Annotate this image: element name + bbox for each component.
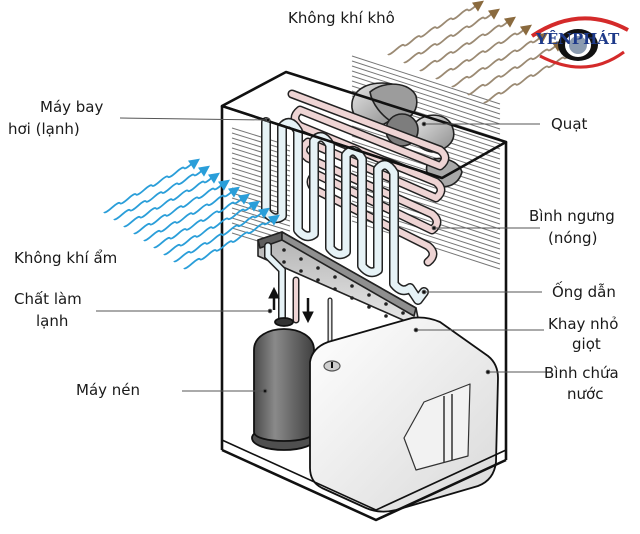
brand-logo-text: YÊNPHÁT (536, 30, 620, 48)
air-wave (173, 211, 263, 263)
droplet (367, 305, 371, 309)
air-wave (183, 218, 273, 270)
air-arrowhead (488, 8, 500, 20)
humid-air-arrow (143, 186, 240, 242)
humid-air-arrow (183, 214, 280, 270)
air-wave (133, 183, 223, 235)
humid-air-arrow (123, 172, 220, 228)
air-arrowhead (472, 0, 484, 12)
refrigerant-pipes (264, 242, 333, 345)
humid-air-arrows (103, 158, 280, 270)
label-pipe: Ống dẫn (552, 283, 616, 301)
air-wave (467, 44, 557, 96)
dry-air-arrow (451, 32, 548, 88)
label-drip-tray-line1: Khay nhỏ (548, 315, 619, 333)
droplet (333, 287, 337, 291)
label-condenser-line2: (nóng) (548, 229, 598, 247)
front-top-edge (221, 104, 443, 180)
droplet (316, 278, 320, 282)
label-compressor: Máy nén (76, 381, 141, 399)
evaporator-tube (262, 118, 428, 304)
air-arrowhead (238, 193, 250, 205)
grille-slat (351, 55, 501, 105)
evaporator-coil (261, 117, 429, 305)
label-fan: Quạt (551, 115, 588, 133)
droplet (282, 260, 286, 264)
cabinet-outline (220, 70, 508, 522)
grille-slat (351, 70, 501, 120)
air-arrowhead (198, 165, 210, 177)
air-wave (419, 20, 509, 72)
air-arrowhead (228, 186, 240, 198)
air-wave (435, 28, 525, 80)
air-arrowhead (268, 214, 280, 226)
droplet (384, 314, 388, 318)
label-refrigerant-line1: Chất làm (14, 290, 82, 308)
air-wave (387, 4, 477, 56)
air-arrowhead (248, 200, 260, 212)
droplet (384, 302, 388, 306)
droplet (316, 266, 320, 270)
air-wave (163, 204, 253, 256)
grille-slat (351, 60, 501, 110)
droplet (350, 296, 354, 300)
air-wave (483, 52, 573, 104)
humid-air-arrow (133, 179, 230, 235)
droplet (333, 275, 337, 279)
dry-air-arrow (419, 16, 516, 72)
humid-air-arrow (113, 165, 210, 221)
air-arrowhead (218, 179, 230, 191)
droplet (367, 293, 371, 297)
humid-air-arrow (163, 200, 260, 256)
droplet (299, 257, 303, 261)
label-refrigerant-line2: lạnh (36, 312, 69, 330)
grille-slat (351, 65, 501, 115)
drip-tray (257, 231, 419, 325)
dry-air-arrow (435, 24, 532, 80)
droplet (401, 311, 405, 315)
label-water-tank-line2: nước (567, 385, 604, 403)
water-droplets (282, 248, 405, 327)
air-arrowhead (504, 16, 516, 28)
air-arrowhead (208, 172, 220, 184)
label-evaporator-line1: Máy bay (40, 98, 104, 116)
brand-logo-mark (530, 16, 629, 69)
air-arrowhead (520, 24, 532, 36)
air-arrowhead (258, 207, 270, 219)
flow-arrows (268, 286, 314, 324)
label-dry-air: Không khí khô (288, 9, 395, 27)
compressor (251, 317, 317, 451)
droplet (350, 284, 354, 288)
dry-air-arrow (387, 0, 484, 56)
humid-air-arrow (173, 207, 270, 263)
air-wave (103, 162, 193, 214)
brand-logo: YÊNPHÁT (528, 10, 632, 70)
label-water-tank-line1: Bình chứa (544, 364, 619, 382)
air-wave (143, 190, 233, 242)
air-wave (113, 169, 203, 221)
label-evaporator-line2: hơi (lạnh) (8, 120, 80, 138)
humid-air-arrow (103, 158, 200, 214)
humid-air-arrow (153, 193, 250, 249)
label-humid-air: Không khí ẩm (14, 249, 118, 267)
grille-slat (231, 212, 291, 232)
dry-air-arrow (403, 8, 500, 64)
leader-lines (96, 117, 548, 394)
air-wave (123, 176, 213, 228)
label-drip-tray-line2: giọt (572, 335, 601, 353)
droplet (299, 269, 303, 273)
air-wave (403, 12, 493, 64)
air-arrowhead (536, 32, 548, 44)
air-wave (451, 36, 541, 88)
air-arrowhead (188, 158, 200, 170)
water-tank (309, 316, 499, 513)
droplet (282, 248, 286, 252)
air-wave (153, 197, 243, 249)
label-condenser-line1: Bình ngưng (529, 207, 615, 225)
